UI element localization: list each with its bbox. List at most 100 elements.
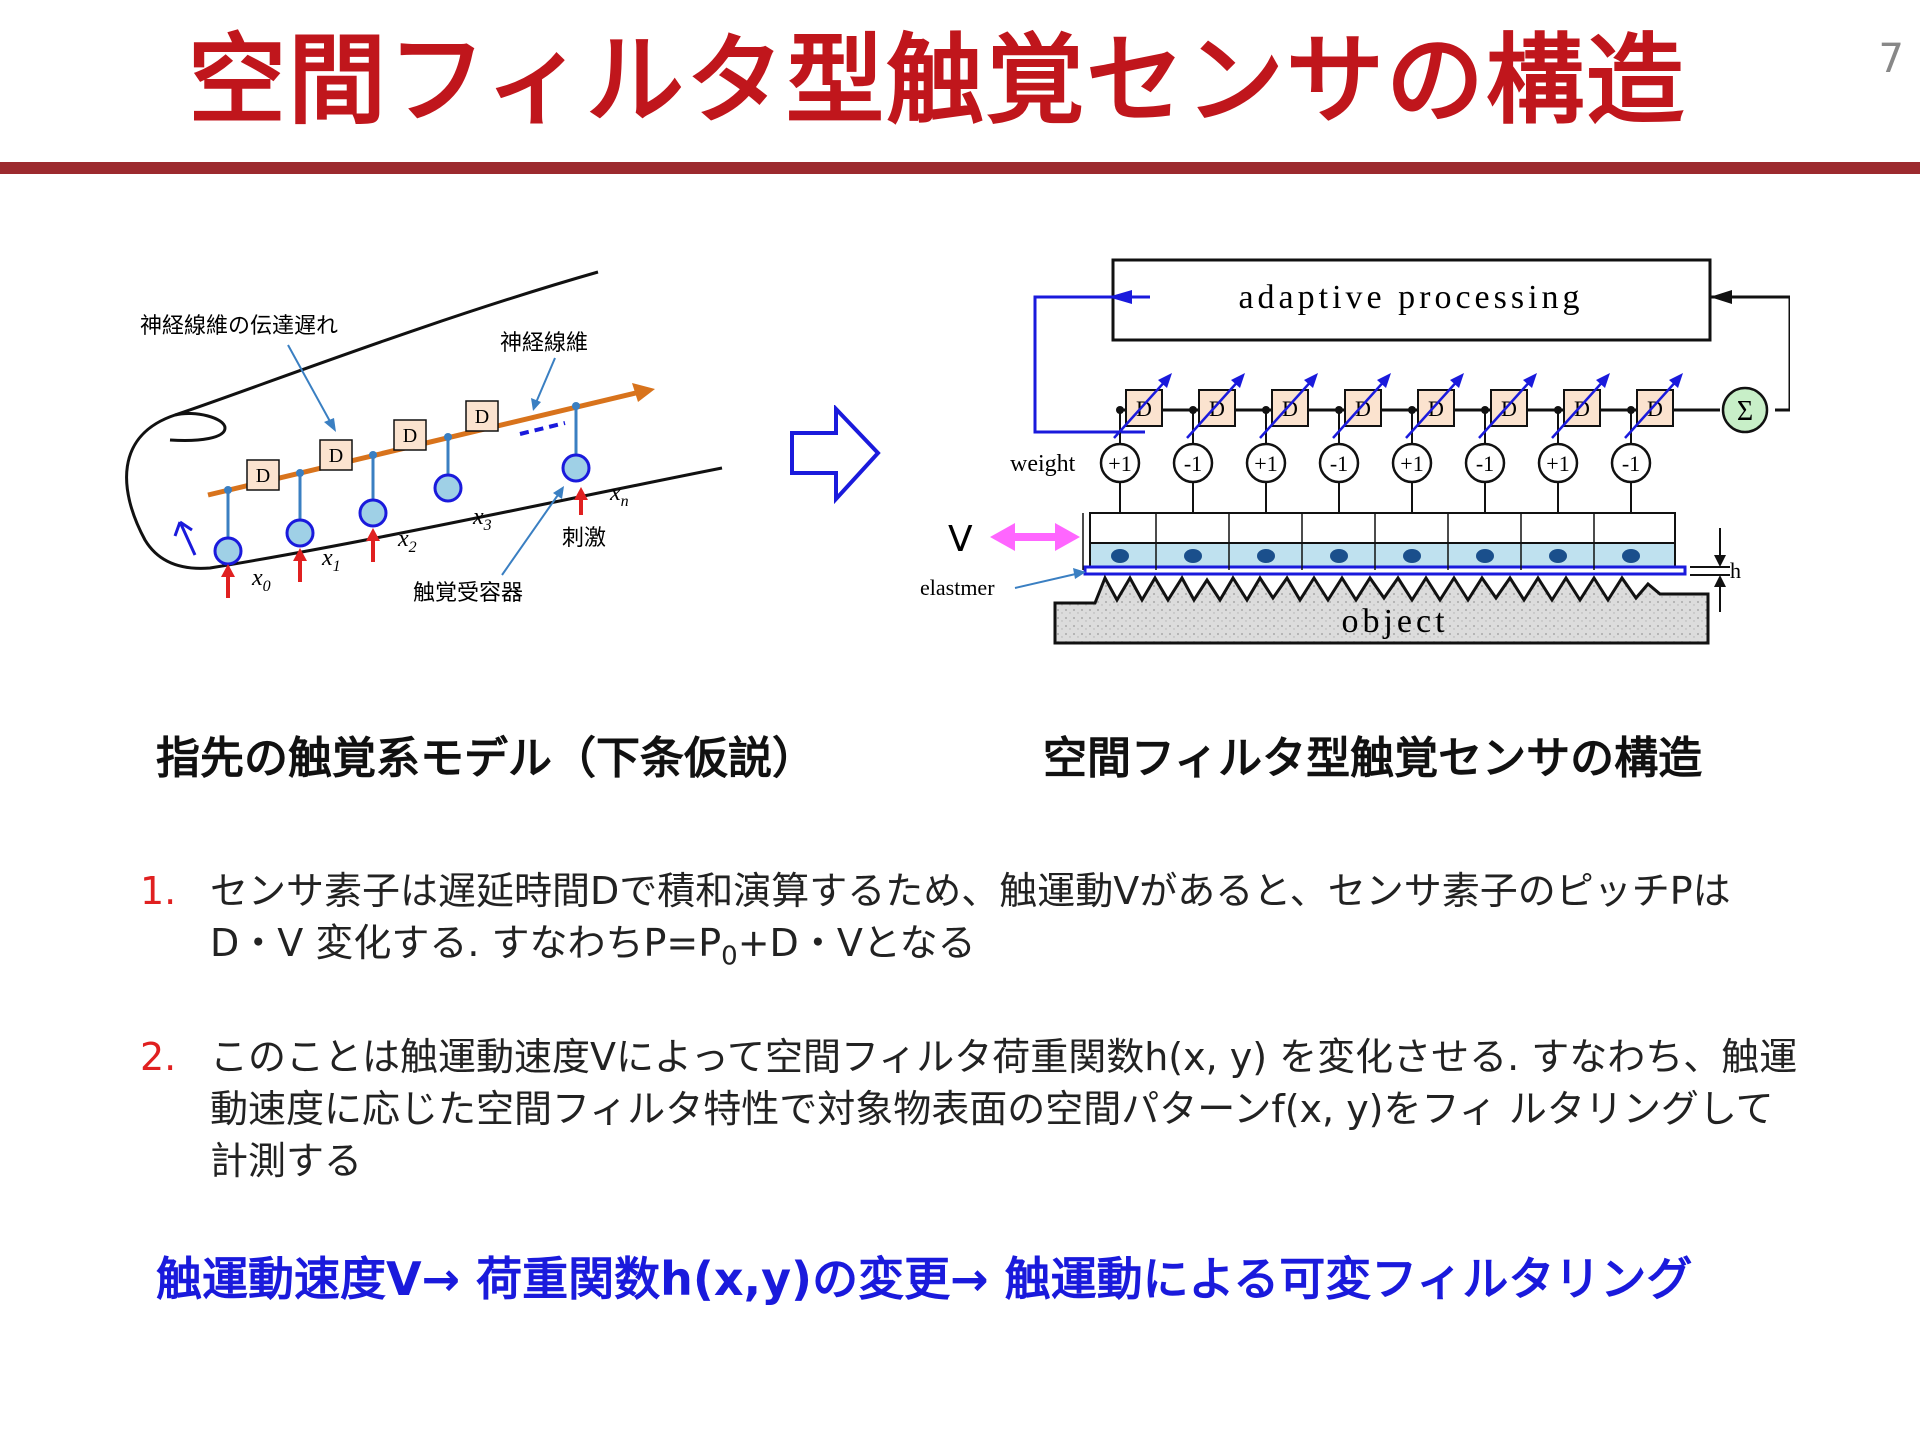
svg-text:+1: +1	[1400, 451, 1423, 476]
nerve-fiber-arrowhead	[632, 383, 655, 402]
delay-box: D	[393, 419, 427, 451]
sensor-array-top	[1089, 512, 1676, 544]
callout-delay	[287, 344, 333, 426]
receptor	[358, 451, 388, 562]
sensor-element	[1330, 549, 1348, 563]
svg-text:D: D	[1501, 396, 1517, 421]
feedback-line-right	[1710, 295, 1790, 412]
svg-text:+1: +1	[1108, 451, 1131, 476]
label-delay: 神経線維の伝達遅れ	[140, 314, 338, 339]
adaptive-arrow-icon	[1551, 377, 1607, 439]
adaptive-arrow-icon	[1478, 377, 1534, 439]
list-item: 2. このことは触運動速度Vによって空間フィルタ荷重関数h(x, y) を変化さ…	[140, 1031, 1800, 1187]
motion-arrow-icon	[173, 520, 197, 556]
sensor-unit: +1 D	[1245, 373, 1318, 513]
sensor-element	[1549, 549, 1567, 563]
x-label: x1	[321, 545, 341, 575]
svg-text:D: D	[1136, 396, 1152, 421]
page-number: 7	[1878, 36, 1904, 82]
label-receptor: 触覚受容器	[413, 581, 523, 606]
delay-box: D	[1271, 389, 1309, 427]
delay-box: D	[1636, 389, 1674, 427]
svg-text:+1: +1	[1254, 451, 1277, 476]
explanation-list: 1. センサ素子は遅延時間Dで積和演算するため、触運動Vがあると、センサ素子のピ…	[140, 865, 1800, 1235]
svg-text:+1: +1	[1546, 451, 1569, 476]
weight-label: weight	[1010, 451, 1076, 477]
left-figure-caption: 指先の触覚系モデル（下条仮説）	[156, 733, 816, 784]
weight-node: -1	[1318, 442, 1360, 484]
label-stimulus: 刺激	[562, 526, 606, 551]
v-arrow-left	[990, 523, 1015, 551]
list-item-text: センサ素子は遅延時間Dで積和演算するため、触運動Vがあると、センサ素子のピッチP…	[210, 869, 1731, 972]
svg-text:adaptive processing: adaptive processing	[1238, 279, 1583, 316]
elastmer-label: elastmer	[920, 575, 995, 600]
callout-receptor	[501, 491, 561, 576]
title-rule	[0, 162, 1920, 174]
weight-node: +1	[1245, 442, 1287, 484]
receptor	[213, 486, 243, 598]
sensor-unit: +1 D	[1099, 373, 1172, 513]
delay-box: D	[1563, 389, 1601, 427]
svg-text:D: D	[1428, 396, 1444, 421]
adaptive-arrow-icon	[1332, 377, 1388, 439]
svg-text:D: D	[329, 445, 343, 467]
feedback-line-left	[1033, 295, 1150, 434]
list-item-number: 1.	[140, 869, 177, 913]
summary-line: 触運動速度V→ 荷重関数h(x,y)の変更→ 触運動による可変フィルタリング	[156, 1252, 1693, 1306]
svg-text:D: D	[475, 406, 489, 428]
weight-node: -1	[1610, 442, 1652, 484]
sensor-structure-diagram: adaptive processing +1D-1D+1D-1D+1D-1D+1…	[920, 258, 1790, 645]
svg-text:Σ: Σ	[1737, 396, 1753, 427]
callout-nerve	[534, 357, 556, 406]
sensor-unit: -1 D	[1464, 373, 1537, 513]
svg-text:-1: -1	[1476, 451, 1494, 476]
receptor	[433, 433, 463, 503]
sensor-unit: -1 D	[1610, 373, 1683, 513]
delay-box: D	[465, 400, 499, 432]
elastmer-layer	[1083, 565, 1687, 576]
delay-box: D	[1344, 389, 1382, 427]
sensor-element	[1622, 549, 1640, 563]
weight-node: -1	[1464, 442, 1506, 484]
adaptive-arrow-icon	[1624, 377, 1680, 439]
object-label: object	[1341, 603, 1448, 640]
sensor-unit: +1 D	[1391, 373, 1464, 513]
receptor-group	[213, 402, 591, 598]
finger-outline	[125, 270, 723, 570]
nerve-dashes	[519, 421, 566, 436]
sensor-unit: +1 D	[1537, 373, 1610, 513]
delay-box: D	[246, 459, 280, 491]
svg-text:-1: -1	[1622, 451, 1640, 476]
svg-text:-1: -1	[1330, 451, 1348, 476]
receptor	[285, 469, 315, 582]
weight-node: -1	[1172, 442, 1214, 484]
v-label: V	[948, 519, 973, 560]
right-figure-caption: 空間フィルタ型触覚センサの構造	[1043, 733, 1703, 784]
adaptive-arrow-icon	[1405, 377, 1461, 439]
sensor-element	[1111, 549, 1129, 563]
sensor-element	[1403, 549, 1421, 563]
svg-text:D: D	[256, 465, 270, 487]
sensor-unit: -1 D	[1318, 373, 1391, 513]
delay-box: D	[1125, 389, 1163, 427]
weight-node: +1	[1099, 442, 1141, 484]
svg-text:D: D	[403, 425, 417, 447]
x-label: x3	[472, 504, 492, 534]
weight-node: +1	[1537, 442, 1579, 484]
label-nerve: 神経線維	[500, 331, 588, 356]
svg-text:D: D	[1282, 396, 1298, 421]
object-surface	[1053, 574, 1710, 645]
adaptive-arrow-icon	[1186, 377, 1242, 439]
weight-node: +1	[1391, 442, 1433, 484]
x-label: x2	[397, 526, 417, 556]
sensor-element	[1257, 549, 1275, 563]
fingernail	[169, 412, 227, 442]
adaptive-arrow-icon	[1259, 377, 1315, 439]
adaptive-processing-box	[1111, 258, 1712, 342]
delay-box: D	[1417, 389, 1455, 427]
delay-box: D	[1490, 389, 1528, 427]
svg-text:-1: -1	[1184, 451, 1202, 476]
h-label: h	[1730, 558, 1741, 583]
sensor-unit: -1D	[1172, 373, 1245, 513]
delay-box: D	[319, 439, 353, 471]
